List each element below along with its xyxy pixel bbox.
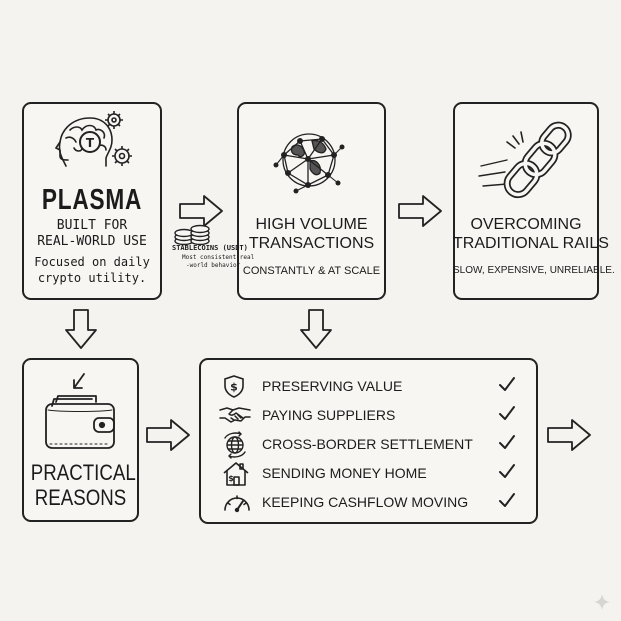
brain-head-icon: T (54, 111, 132, 167)
gauge-icon (224, 495, 250, 513)
practical-reasons-title-2: REASONS (34, 485, 127, 510)
checkmark-icon (499, 406, 515, 420)
high-volume-title-2: TRANSACTIONS (248, 235, 375, 252)
reason-label: PRESERVING VALUE (262, 378, 403, 394)
svg-text:T: T (86, 136, 95, 150)
checkmark-icon (499, 464, 515, 478)
reason-label: CROSS-BORDER SETTLEMENT (262, 436, 473, 452)
stablecoins-note-1: Most consistent real (182, 254, 255, 261)
svg-text:$: $ (230, 381, 238, 394)
traditional-rails-title-1: OVERCOMING (470, 216, 582, 233)
high-volume-title-1: HIGH VOLUME (255, 216, 368, 233)
coin-stack-icon (174, 224, 210, 246)
shield-dollar-icon: $ (224, 375, 244, 398)
checkmark-icon (499, 377, 515, 391)
sparkle-icon (594, 594, 610, 610)
handshake-icon (219, 407, 251, 423)
arrow-right-icon (146, 419, 190, 451)
traditional-rails-caption: SLOW, EXPENSIVE, UNRELIABLE. (453, 265, 615, 276)
arrow-down-icon (65, 309, 97, 349)
traditional-rails-title-2: TRADITIONAL RAILS (453, 235, 609, 252)
arrow-down-icon (300, 309, 332, 349)
globe-network-icon (273, 133, 345, 194)
practical-reasons-title-1: PRACTICAL (30, 460, 136, 485)
plasma-subtitle-1: BUILT FOR (56, 218, 128, 233)
high-volume-card (237, 102, 386, 300)
plasma-subtitle-2: REAL-WORLD USE (37, 234, 147, 249)
plasma-title: PLASMA (41, 184, 143, 216)
broken-chain-icon (478, 121, 572, 199)
arrow-right-icon (179, 195, 223, 227)
reason-label: SENDING MONEY HOME (262, 465, 427, 481)
checkmark-icon (499, 493, 515, 507)
checkmark-icon (499, 435, 515, 449)
globe-arrows-icon (224, 431, 246, 459)
svg-text:$: $ (228, 474, 234, 483)
arrow-right-icon (547, 419, 591, 451)
arrow-right-icon (398, 195, 442, 227)
plasma-description-1: Focused on daily (34, 255, 150, 269)
stablecoins-note-2: -world behavior (186, 262, 241, 269)
plasma-description-2: crypto utility. (37, 271, 147, 285)
reason-label: PAYING SUPPLIERS (262, 407, 396, 423)
wallet-icon (45, 373, 115, 449)
high-volume-caption: CONSTANTLY & AT SCALE (242, 265, 381, 277)
traditional-rails-card (453, 102, 599, 300)
reason-label: KEEPING CASHFLOW MOVING (262, 494, 469, 510)
practical-reasons-card (22, 358, 139, 522)
house-dollar-icon: $ (223, 462, 249, 486)
reasons-list-card (199, 358, 538, 524)
stablecoins-label: STABLECOINS (USDT) (172, 244, 248, 252)
